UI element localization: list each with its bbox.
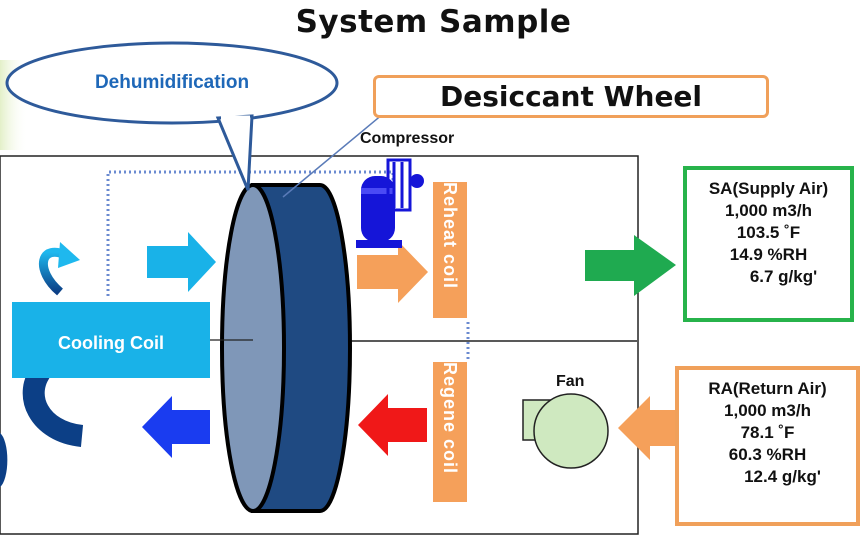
return-air-heading: RA(Return Air) [708,379,827,398]
arrow-orange-return [618,396,675,460]
cooling-arc-arrowhead [58,242,80,268]
compressor-label: Compressor [360,130,455,147]
arrow-cyan-in [147,232,216,292]
regene-coil-label: Regene coil [440,362,460,475]
supply-air-temperature: 103.5 ˚F [736,223,801,242]
wheel-face [220,183,286,513]
return-air-flow: 1,000 m3/h [724,401,811,420]
return-air-humidity: 60.3 %RH [728,445,807,464]
reheat-coil-bar [433,182,467,318]
return-air-box: RA(Return Air) 1,000 m3/h 78.1 ˚F 60.3 %… [675,366,860,526]
fan-label: Fan [556,373,585,390]
desiccant-wheel-label: Desiccant Wheel [373,75,769,118]
return-air-absolute: 12.4 g/kg' [744,467,821,486]
supply-air-flow: 1,000 m3/h [725,201,812,220]
pipe-dotted-top [106,170,395,296]
return-air-temperature: 78.1 ˚F [740,423,795,442]
dehumidification-label: Dehumidification [94,72,250,93]
page-title: System Sample [295,4,572,40]
compressor-icon [356,158,424,248]
fan-icon [522,393,609,469]
regene-coil-bar [433,362,467,502]
left-edge-shape [0,433,8,487]
housing-outline [0,155,639,535]
cooling-coil-label: Cooling Coil [58,333,164,353]
wheel-callout-line [282,113,384,198]
dehumidification-bubble [5,41,339,125]
arrow-green-supply [585,235,676,296]
arrow-orange-reheat [357,241,428,303]
bubble-tail [215,114,254,191]
reheat-coil-label: Reheat coil [440,182,460,290]
cooling-coil-box [12,302,210,378]
supply-air-heading: SA(Supply Air) [708,179,829,198]
supply-air-humidity: 14.9 %RH [729,245,808,264]
supply-air-box: SA(Supply Air) 1,000 m3/h 103.5 ˚F 14.9 … [683,166,854,322]
supply-air-absolute: 6.7 g/kg' [749,267,818,286]
arrow-blue-exhaust [142,396,210,458]
arrow-red-regene [358,394,427,456]
